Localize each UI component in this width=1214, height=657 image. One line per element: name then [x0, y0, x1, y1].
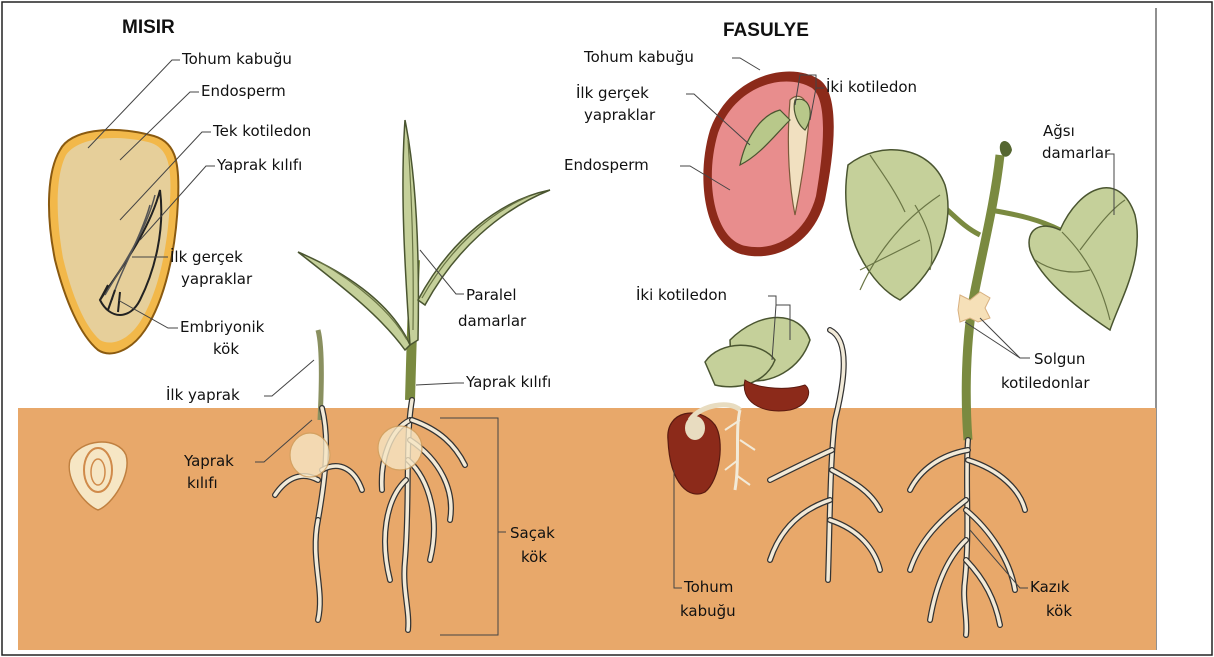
- label-corn-single-cotyledon: Tek kotiledon: [212, 122, 311, 140]
- label-corn-endosperm: Endosperm: [201, 82, 286, 100]
- label-corn-first-leaves-1: İlk gerçek: [170, 247, 243, 266]
- label-bean-seed-coat-below-1: Tohum: [683, 578, 733, 596]
- corn-title: MISIR: [122, 17, 175, 38]
- bean-title: FASULYE: [723, 20, 809, 41]
- label-bean-taproot-1: Kazık: [1030, 578, 1070, 596]
- label-corn-parallel-veins-2: damarlar: [458, 312, 527, 330]
- label-corn-first-leaf: İlk yaprak: [166, 385, 240, 404]
- label-corn-seed-coat: Tohum kabuğu: [181, 50, 292, 68]
- label-bean-net-veins-1: Ağsı: [1043, 122, 1075, 140]
- label-bean-first-leaves-2: yapraklar: [584, 106, 656, 124]
- label-corn-embryonic-root-1: Embriyonik: [180, 318, 265, 336]
- label-corn-fibrous-root-1: Saçak: [510, 524, 555, 542]
- label-bean-two-cotyledons: İki kotiledon: [826, 77, 917, 96]
- label-corn-fibrous-root-2: kök: [521, 548, 547, 566]
- label-corn-sheath-below-2: kılıfı: [187, 474, 218, 492]
- label-corn-leaf-sheath-plant: Yaprak kılıfı: [465, 373, 551, 391]
- label-corn-embryonic-root-2: kök: [213, 340, 239, 358]
- label-bean-seed-coat: Tohum kabuğu: [583, 48, 694, 66]
- label-corn-parallel-veins-1: Paralel: [466, 286, 517, 304]
- label-corn-first-leaves-2: yapraklar: [181, 270, 253, 288]
- label-bean-seed-coat-below-2: kabuğu: [680, 602, 736, 620]
- label-corn-sheath-below-1: Yaprak: [183, 452, 234, 470]
- label-bean-taproot-2: kök: [1046, 602, 1072, 620]
- label-bean-two-cotyledons-2: İki kotiledon: [636, 285, 727, 304]
- label-corn-leaf-sheath: Yaprak kılıfı: [216, 156, 302, 174]
- label-bean-withered-1: Solgun: [1034, 350, 1085, 368]
- label-bean-first-leaves-1: İlk gerçek: [576, 83, 649, 102]
- label-bean-withered-2: kotiledonlar: [1001, 374, 1090, 392]
- label-bean-endosperm: Endosperm: [564, 156, 649, 174]
- corn-seed-section: [49, 130, 178, 353]
- label-bean-net-veins-2: damarlar: [1042, 144, 1111, 162]
